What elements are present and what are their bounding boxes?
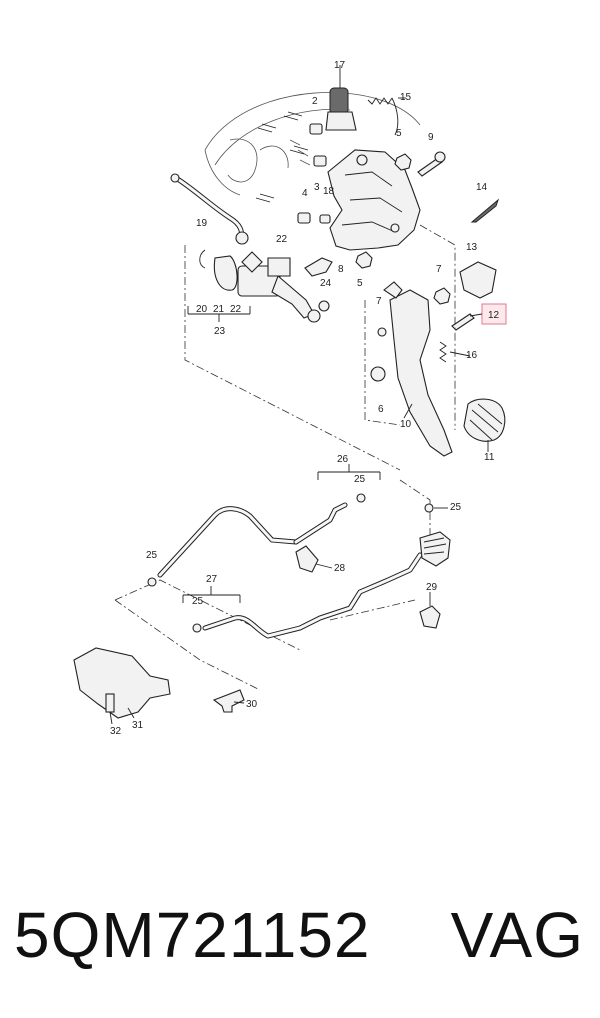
callout-25a: 25 bbox=[354, 474, 366, 485]
callout-31: 31 bbox=[132, 720, 144, 731]
callout-7b: 7 bbox=[376, 296, 382, 307]
callout-6: 6 bbox=[378, 404, 384, 415]
part-19-cable bbox=[170, 173, 249, 245]
callout-5a: 5 bbox=[396, 128, 402, 139]
callout-24: 24 bbox=[320, 278, 332, 289]
callout-16: 16 bbox=[466, 350, 478, 361]
callout-9: 9 bbox=[428, 132, 434, 143]
callout-2: 2 bbox=[312, 96, 318, 107]
part-28-clip bbox=[295, 545, 319, 573]
assembly-leader-lines bbox=[114, 224, 456, 691]
part-30-fitting bbox=[212, 689, 245, 713]
callout-15: 15 bbox=[400, 92, 412, 103]
callout-5b: 5 bbox=[357, 278, 363, 289]
part-16-spring bbox=[439, 341, 447, 363]
part-9-bolt bbox=[355, 151, 446, 269]
callout-7a: 7 bbox=[436, 264, 442, 275]
hydraulic-lines bbox=[157, 502, 423, 639]
callout-10: 10 bbox=[400, 419, 412, 430]
callout-25d: 25 bbox=[192, 596, 204, 607]
brand-text: VAG bbox=[450, 899, 584, 971]
part-25-washers bbox=[147, 493, 434, 633]
group-brackets bbox=[182, 306, 381, 603]
callout-28: 28 bbox=[334, 563, 346, 574]
callout-22b: 22 bbox=[230, 304, 242, 315]
part-32-bolt bbox=[105, 693, 115, 713]
callout-labels: 2 3 4 5 5 6 7 7 8 9 10 11 12 13 14 15 16… bbox=[110, 60, 500, 737]
part-14-clip bbox=[470, 198, 500, 223]
callout-13: 13 bbox=[466, 242, 478, 253]
part-7-nut bbox=[433, 287, 451, 305]
callout-17: 17 bbox=[334, 60, 346, 71]
callout-11: 11 bbox=[484, 452, 495, 463]
part-13-cover bbox=[459, 261, 497, 299]
clutch-pedal bbox=[377, 281, 506, 457]
callout-20: 20 bbox=[196, 304, 208, 315]
callout-22a: 22 bbox=[276, 234, 288, 245]
part-8 bbox=[304, 257, 333, 277]
pedal-bracket bbox=[327, 149, 421, 251]
callout-3: 3 bbox=[314, 182, 320, 193]
small-bolts bbox=[255, 111, 331, 224]
callout-32: 32 bbox=[110, 726, 122, 737]
callout-4: 4 bbox=[302, 188, 308, 199]
callout-25c: 25 bbox=[146, 550, 158, 561]
callout-14: 14 bbox=[476, 182, 488, 193]
callout-30: 30 bbox=[246, 699, 258, 710]
part-17-cap bbox=[325, 65, 357, 131]
part-15-spring bbox=[367, 97, 406, 136]
callout-18: 18 bbox=[323, 186, 335, 197]
part-24 bbox=[318, 300, 330, 312]
callout-12: 12 bbox=[488, 310, 500, 321]
callout-23: 23 bbox=[214, 326, 226, 337]
callout-25b: 25 bbox=[450, 502, 462, 513]
part-29 bbox=[419, 605, 441, 629]
callout-19: 19 bbox=[196, 218, 208, 229]
slave-cylinder bbox=[419, 531, 451, 567]
callout-29: 29 bbox=[426, 582, 438, 593]
callout-21: 21 bbox=[213, 304, 225, 315]
callout-26: 26 bbox=[337, 454, 349, 465]
part-6-washer bbox=[370, 366, 386, 382]
callout-27: 27 bbox=[206, 574, 218, 585]
clutch-master-cylinder bbox=[199, 249, 321, 323]
label-leaders bbox=[109, 313, 489, 725]
callout-8: 8 bbox=[338, 264, 344, 275]
part-31-housing bbox=[73, 647, 171, 719]
exploded-parts-diagram: 2 3 4 5 5 6 7 7 8 9 10 11 12 13 14 15 16… bbox=[73, 60, 507, 737]
part-number-text: 5QM721152 bbox=[14, 899, 371, 971]
